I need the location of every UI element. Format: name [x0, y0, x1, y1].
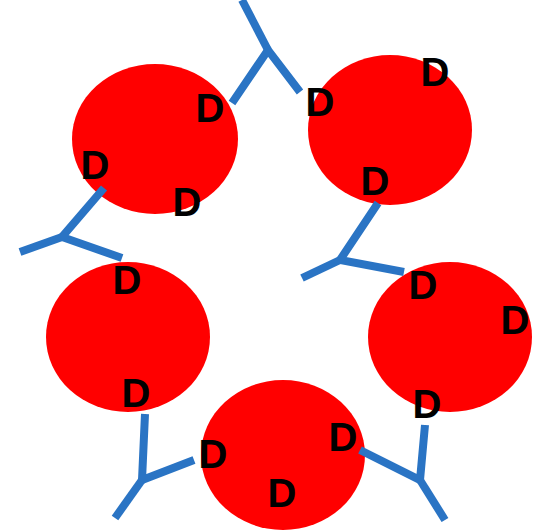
antigen-label: D — [329, 417, 358, 457]
antigen-label: D — [196, 88, 225, 128]
antigen-label: D — [501, 300, 530, 340]
antigen-label: D — [361, 161, 390, 201]
red-cell: DDD — [368, 262, 532, 412]
red-cell: DDD — [308, 55, 472, 205]
antibody — [115, 414, 194, 518]
antibody-arms — [360, 425, 425, 480]
antigen-label: D — [306, 82, 335, 122]
antibody-stem — [20, 237, 62, 252]
antigen-label: D — [413, 384, 442, 424]
antibody-stem — [242, 0, 268, 50]
antibody-stem — [420, 480, 445, 520]
antibody-arms — [232, 50, 300, 103]
antigen-label: D — [268, 473, 297, 513]
antibody — [302, 203, 404, 278]
cell-fill — [368, 262, 532, 412]
antigen-label: D — [113, 260, 142, 300]
antigen-label: D — [122, 373, 151, 413]
red-cell: DDD — [201, 380, 365, 530]
antigen-label: D — [199, 434, 228, 474]
antibody-arms — [142, 414, 194, 480]
antigen-label: D — [81, 145, 110, 185]
antigen-label: D — [173, 182, 202, 222]
antibody — [232, 0, 300, 103]
antibody-arms — [340, 203, 404, 272]
antigen-label: D — [421, 52, 450, 92]
antibody — [360, 425, 445, 520]
cell-fill — [72, 64, 238, 214]
antigen-label: D — [409, 265, 438, 305]
red-cell: DD — [46, 262, 210, 412]
